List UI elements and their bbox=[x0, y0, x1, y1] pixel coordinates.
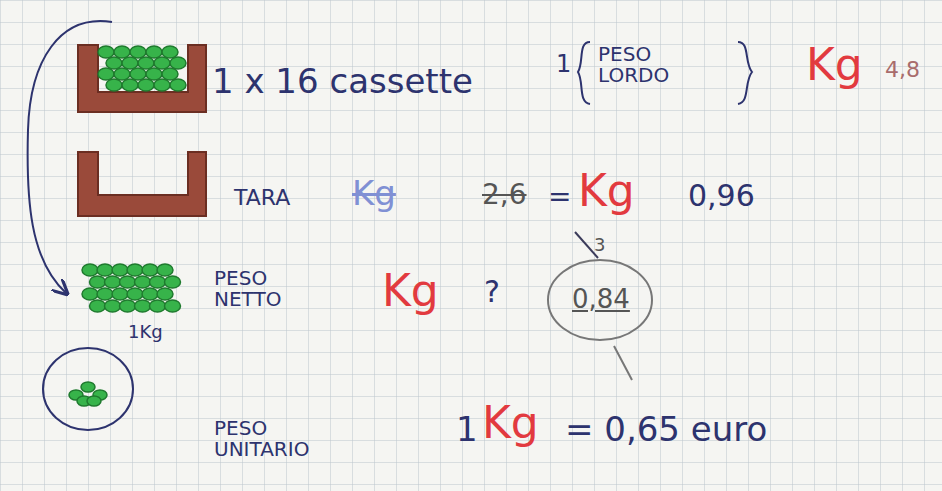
full-crate bbox=[78, 45, 206, 112]
leaf bbox=[82, 288, 98, 300]
leaf bbox=[150, 276, 166, 288]
unit: Kg bbox=[578, 168, 635, 214]
unit-count: 1 bbox=[456, 412, 478, 448]
weight-heading: TARA bbox=[234, 186, 290, 209]
leaf bbox=[127, 264, 143, 276]
unit: Kg bbox=[806, 42, 863, 88]
equals-sign: = bbox=[548, 182, 571, 211]
portion-weight: 1Kg bbox=[128, 323, 163, 342]
leaf bbox=[97, 264, 113, 276]
leaf bbox=[120, 276, 136, 288]
leaf bbox=[106, 57, 122, 69]
leaf bbox=[90, 276, 106, 288]
leaf bbox=[127, 288, 143, 300]
brace bbox=[738, 42, 752, 104]
pencil-stroke bbox=[614, 346, 632, 380]
leaf bbox=[157, 288, 173, 300]
leaf bbox=[114, 68, 130, 80]
leaf bbox=[162, 68, 178, 80]
weight-heading: PESO LORDO bbox=[598, 44, 678, 86]
vegetable-pile bbox=[82, 264, 181, 312]
question-mark: ? bbox=[484, 276, 500, 308]
leaf bbox=[170, 79, 186, 91]
weight-value: 4,8 bbox=[885, 58, 920, 81]
leaf bbox=[130, 46, 146, 58]
weight-value: 0,84 bbox=[572, 286, 630, 313]
leaf bbox=[106, 79, 122, 91]
unit: Kg bbox=[352, 176, 396, 212]
price: = 0,65 euro bbox=[565, 412, 767, 448]
crate-count: 1 x 16 cassette bbox=[212, 64, 473, 100]
leaf bbox=[142, 264, 158, 276]
leaf bbox=[120, 300, 136, 312]
leaf bbox=[130, 68, 146, 80]
leaf bbox=[138, 79, 154, 91]
leaf bbox=[82, 264, 98, 276]
leaf bbox=[154, 57, 170, 69]
leaf bbox=[98, 68, 114, 80]
leaf bbox=[105, 300, 121, 312]
leaf bbox=[114, 46, 130, 58]
weight-value: 0,96 bbox=[688, 180, 755, 212]
correction-digit: 3 bbox=[594, 236, 605, 255]
leaf bbox=[87, 396, 101, 406]
weight-value: 2,6 bbox=[482, 180, 527, 209]
leaf bbox=[146, 46, 162, 58]
count-number: 1 bbox=[556, 52, 571, 77]
leaf bbox=[135, 276, 151, 288]
leaf bbox=[122, 79, 138, 91]
weight-heading: PESO NETTO bbox=[214, 268, 298, 310]
circle-outline bbox=[40, 345, 136, 433]
brace bbox=[578, 42, 590, 104]
portion-circle: 1Kg bbox=[40, 345, 136, 433]
leaf bbox=[142, 288, 158, 300]
leaf bbox=[146, 68, 162, 80]
leaf bbox=[150, 300, 166, 312]
leaf bbox=[135, 300, 151, 312]
leaf bbox=[98, 46, 114, 58]
leaf bbox=[165, 300, 181, 312]
leaf bbox=[90, 300, 106, 312]
leaf bbox=[81, 382, 95, 392]
leaf bbox=[97, 288, 113, 300]
pencil-oval bbox=[548, 260, 652, 340]
leaf bbox=[162, 46, 178, 58]
unit: Kg bbox=[482, 400, 539, 446]
leaf bbox=[112, 288, 128, 300]
leaf bbox=[122, 57, 138, 69]
weight-heading: PESO UNITARIO bbox=[214, 418, 344, 460]
leaf bbox=[154, 79, 170, 91]
curved-arrow bbox=[28, 21, 112, 293]
leaf bbox=[157, 264, 173, 276]
empty-crate bbox=[78, 152, 206, 216]
leaf bbox=[170, 57, 186, 69]
leaf bbox=[138, 57, 154, 69]
leaf bbox=[165, 276, 181, 288]
leaf bbox=[105, 276, 121, 288]
leaf bbox=[112, 264, 128, 276]
unit: Kg bbox=[382, 268, 439, 314]
